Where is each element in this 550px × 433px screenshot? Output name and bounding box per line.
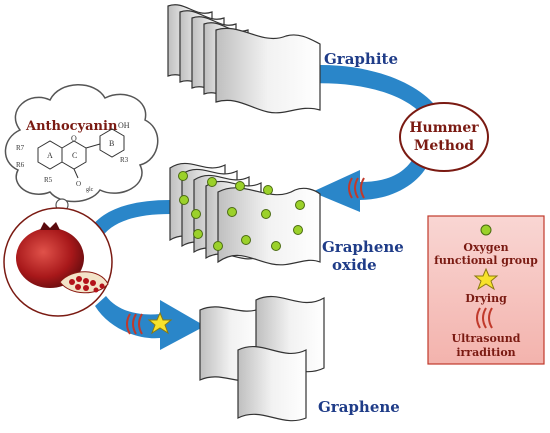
arrow-graphite-to-hummer [300, 64, 440, 118]
anthocyanin-label: Anthocyanin [25, 119, 118, 134]
oglc-label: O [76, 180, 81, 188]
oxygen-dot-icon [178, 171, 188, 181]
pomegranate-icon [16, 222, 109, 294]
ultrasound-waves-icon [476, 307, 493, 329]
go-label-line2: oxide [332, 256, 377, 274]
hummer-label-line1: Hummer [409, 120, 479, 136]
oxygen-dot-icon [293, 225, 303, 235]
arrow-hummer-to-go [312, 155, 430, 212]
oxygen-dot-icon [261, 209, 271, 219]
oxygen-dot-icon [213, 241, 223, 251]
graphene-sheets-icon [199, 295, 325, 422]
graphite-sheets-icon [167, 4, 321, 114]
ring-a-label: A [47, 151, 53, 160]
arrow-to-graphene [95, 296, 205, 350]
glc-label: glc [86, 187, 94, 193]
ultrasound-waves-icon [348, 177, 365, 199]
oxygen-dot-icon [179, 195, 189, 205]
drying-star-icon [473, 267, 499, 291]
anthocyanin-cloud [4, 84, 159, 203]
oxygen-dot-icon [480, 224, 492, 236]
go-label-line1: Graphene [322, 238, 404, 256]
oxygen-dot-icon [207, 177, 217, 187]
oxygen-dot-icon [295, 200, 305, 210]
hummer-label-line2: Method [414, 138, 474, 154]
ring-c-label: C [72, 151, 77, 160]
arrow-go-to-pomegranate [88, 200, 170, 240]
legend-ultrasound-line1: Ultrasound [452, 332, 521, 345]
legend-box [427, 215, 545, 365]
r7-label: R7 [16, 144, 25, 152]
oxygen-dot-icon [191, 209, 201, 219]
oxygen-dot-icon [235, 181, 245, 191]
legend-ultrasound-line2: irradition [456, 346, 515, 359]
oxygen-dot-icon [263, 185, 273, 195]
oxygen-dot-icon [193, 229, 203, 239]
r3-label: R3 [120, 156, 129, 164]
oxygen-dots-on-go [178, 171, 305, 251]
graphite-label: Graphite [324, 50, 398, 68]
legend-drying: Drying [465, 292, 507, 305]
r6-label: R6 [16, 161, 25, 169]
oxygen-dot-icon [271, 241, 281, 251]
legend-oxygen-line2: functional group [434, 254, 538, 267]
legend-oxygen-line1: Oxygen [463, 241, 508, 254]
r5-label: R5 [44, 176, 53, 184]
ultrasound-waves-icon [126, 313, 143, 335]
oh-label: OH [118, 121, 130, 130]
ring-b-label: B [109, 139, 114, 148]
graphene-label: Graphene [318, 398, 400, 416]
anthocyanin-molecule [37, 128, 125, 179]
drying-star-icon [147, 311, 173, 335]
oxygen-dot-icon [227, 207, 237, 217]
oxygen-dot-icon [241, 235, 251, 245]
hummer-method-circle [399, 102, 489, 172]
o-plus-label: O [71, 134, 77, 143]
